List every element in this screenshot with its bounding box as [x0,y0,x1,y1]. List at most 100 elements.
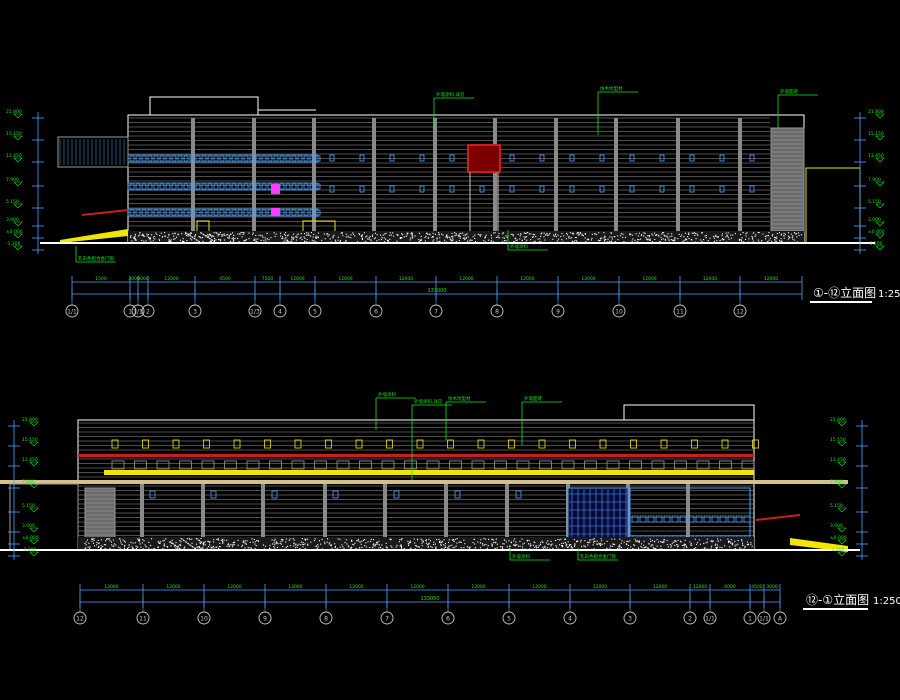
gravel-dot [663,234,665,236]
gravel-dot [162,540,164,542]
gravel-dot [432,236,434,238]
gravel-dot [420,239,422,241]
gravel-dot [563,235,565,237]
gravel-dot [279,542,281,544]
window [629,185,635,193]
gravel-dot [604,235,606,237]
gravel-dot [150,544,152,546]
gravel-dot [303,236,305,238]
gravel-dot [168,234,170,236]
gravel-dot [715,546,717,548]
window [696,460,710,470]
gravel-dot [776,233,778,235]
dimension-value: 4500 [751,584,763,590]
gravel-dot [300,236,302,238]
gravel-dot [411,234,413,236]
ground-gravel [84,538,753,551]
window [159,183,165,190]
window [416,439,424,449]
gravel-dot [449,548,451,550]
gravel-dot [452,239,454,241]
gravel-dot [790,233,792,235]
gravel-dot [517,545,519,547]
gravel-dot [676,544,678,546]
window [225,155,231,162]
gravel-dot [330,544,332,546]
gravel-dot [373,238,375,240]
gravel-dot [706,541,708,543]
gravel-dot [723,238,725,240]
window [111,460,125,470]
window [210,490,217,499]
gravel-dot [514,543,516,545]
gravel-dot [569,545,571,547]
gravel-dot [359,547,361,549]
gravel-dot [566,544,568,546]
level-label: 7.900 [6,177,19,183]
window [219,183,225,190]
gravel-dot [222,541,224,543]
gravel-dot [407,543,409,545]
gravel-dot [205,235,207,237]
gravel-dot [214,239,216,241]
gravel-dot [226,545,228,547]
window [336,460,350,470]
window [171,209,177,216]
gravel-dot [189,235,191,237]
gravel-dot [422,541,424,543]
level-marker [837,461,847,467]
gravel-dot [170,541,172,543]
dimension-value: 12000 [399,276,413,282]
window [538,439,546,449]
gravel-dot [175,542,177,544]
gravel-dot [671,233,673,235]
gravel-dot [162,548,164,550]
gravel-dot [291,237,293,239]
axis-label: 12 [736,309,744,316]
gravel-dot [421,539,423,541]
gravel-dot [555,545,557,547]
gravel-dot [378,544,380,546]
gravel-dot [233,234,235,236]
gravel-dot [270,237,272,239]
window-bands [111,439,759,499]
gravel-dot [737,543,739,545]
gravel-dot [699,543,701,545]
gravel-dot [232,544,234,546]
gravel-dot [187,233,189,235]
gravel-dot [385,546,387,548]
gravel-dot [237,544,239,546]
level-label: ±0.000 [830,535,847,541]
gravel-dot [328,234,330,236]
gravel-dot [741,237,743,239]
gravel-dot [232,238,234,240]
gravel-dot [284,238,286,240]
gravel-dot [214,238,216,240]
gravel-dot [233,544,235,546]
window [237,209,243,216]
gravel-dot [308,234,310,236]
gravel-dot [672,541,674,543]
gravel-dot [527,232,529,234]
gravel-dot [452,239,454,241]
gravel-dot [262,544,264,546]
gravel-dot [778,232,780,234]
gravel-dot [207,234,209,236]
note-text: 外墙面砖 [524,395,542,402]
window [142,439,149,449]
gravel-dot [704,547,706,549]
gravel-dot [274,235,276,237]
gravel-dot [350,234,352,236]
window [249,209,255,216]
gravel-dot [121,543,123,545]
gravel-dot [339,546,341,548]
window [569,154,575,162]
gravel-dot [137,539,139,541]
window [269,460,282,470]
gravel-dot [466,546,468,548]
gravel-dot [442,234,444,236]
gravel-dot [414,548,416,550]
gravel-dot [681,545,683,547]
gravel-dot [648,235,650,237]
gravel-dot [186,234,188,236]
